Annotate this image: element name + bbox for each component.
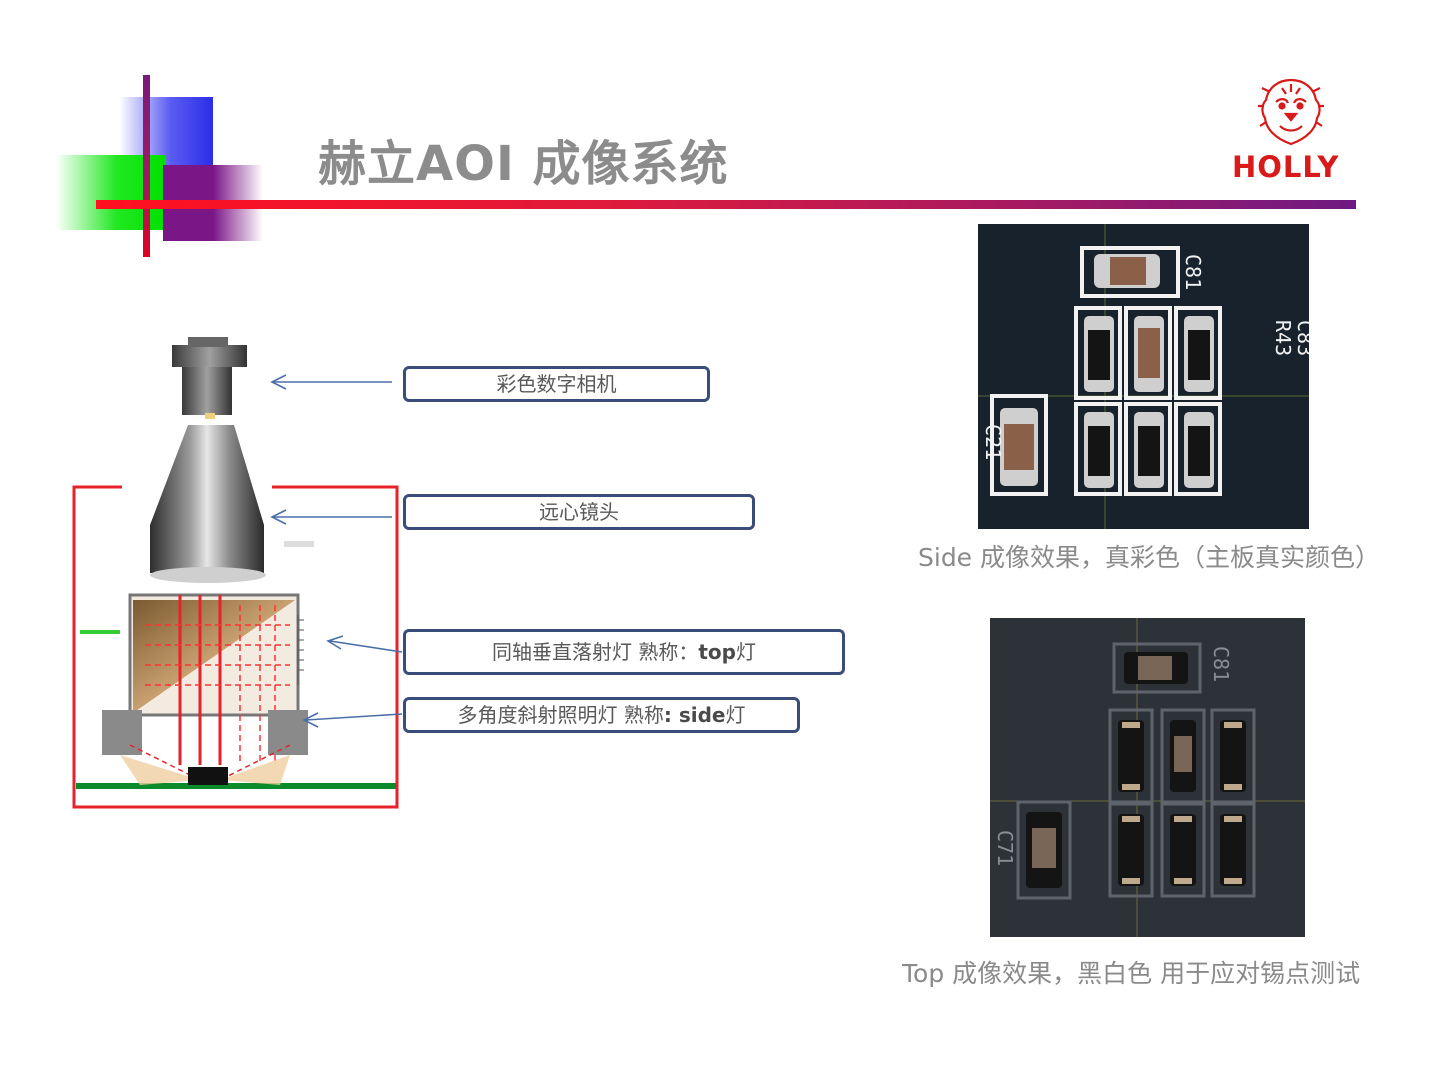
side-photo-caption: Side 成像效果，真彩色（主板真实颜色） — [918, 538, 1380, 574]
top-photo-caption: Top 成像效果，黑白色 用于应对锡点测试 — [902, 954, 1360, 990]
top-light-label: 同轴垂直落射灯 熟称：top灯 — [403, 629, 845, 675]
svg-text:C81: C81 — [1181, 254, 1205, 290]
svg-text:C21: C21 — [981, 424, 1005, 460]
camera-label-text: 彩色数字相机 — [497, 372, 617, 396]
lens-label: 远心镜头 — [403, 494, 755, 530]
title-underline — [96, 200, 1356, 209]
logo-text: HOLLY — [1232, 150, 1339, 184]
side-pcb-photo: C81 C83 R43 C21 — [978, 224, 1309, 529]
top-light-label-bold: top — [698, 640, 736, 664]
svg-text:R43: R43 — [1271, 320, 1295, 356]
page-title: 赫立AOI 成像系统 — [318, 124, 729, 194]
top-light-label-text: 同轴垂直落射灯 熟称： — [492, 640, 698, 664]
lion-head-icon — [1256, 76, 1326, 148]
aoi-optical-diagram — [60, 325, 420, 825]
top-light-label-tail: 灯 — [736, 640, 756, 664]
svg-text:C71: C71 — [993, 830, 1017, 866]
side-light-label-tail: 灯 — [725, 703, 745, 727]
side-light-label-text: 多角度斜射照明灯 熟称 — [458, 703, 664, 727]
side-light-label: 多角度斜射照明灯 熟称: side灯 — [403, 697, 800, 733]
camera-label: 彩色数字相机 — [403, 366, 710, 402]
side-light-label-bold: : side — [664, 703, 726, 727]
top-pcb-photo: C81 C71 — [990, 618, 1305, 937]
lens-label-text: 远心镜头 — [539, 500, 619, 524]
svg-text:C81: C81 — [1209, 646, 1233, 682]
decor-vertical-line — [143, 75, 150, 257]
